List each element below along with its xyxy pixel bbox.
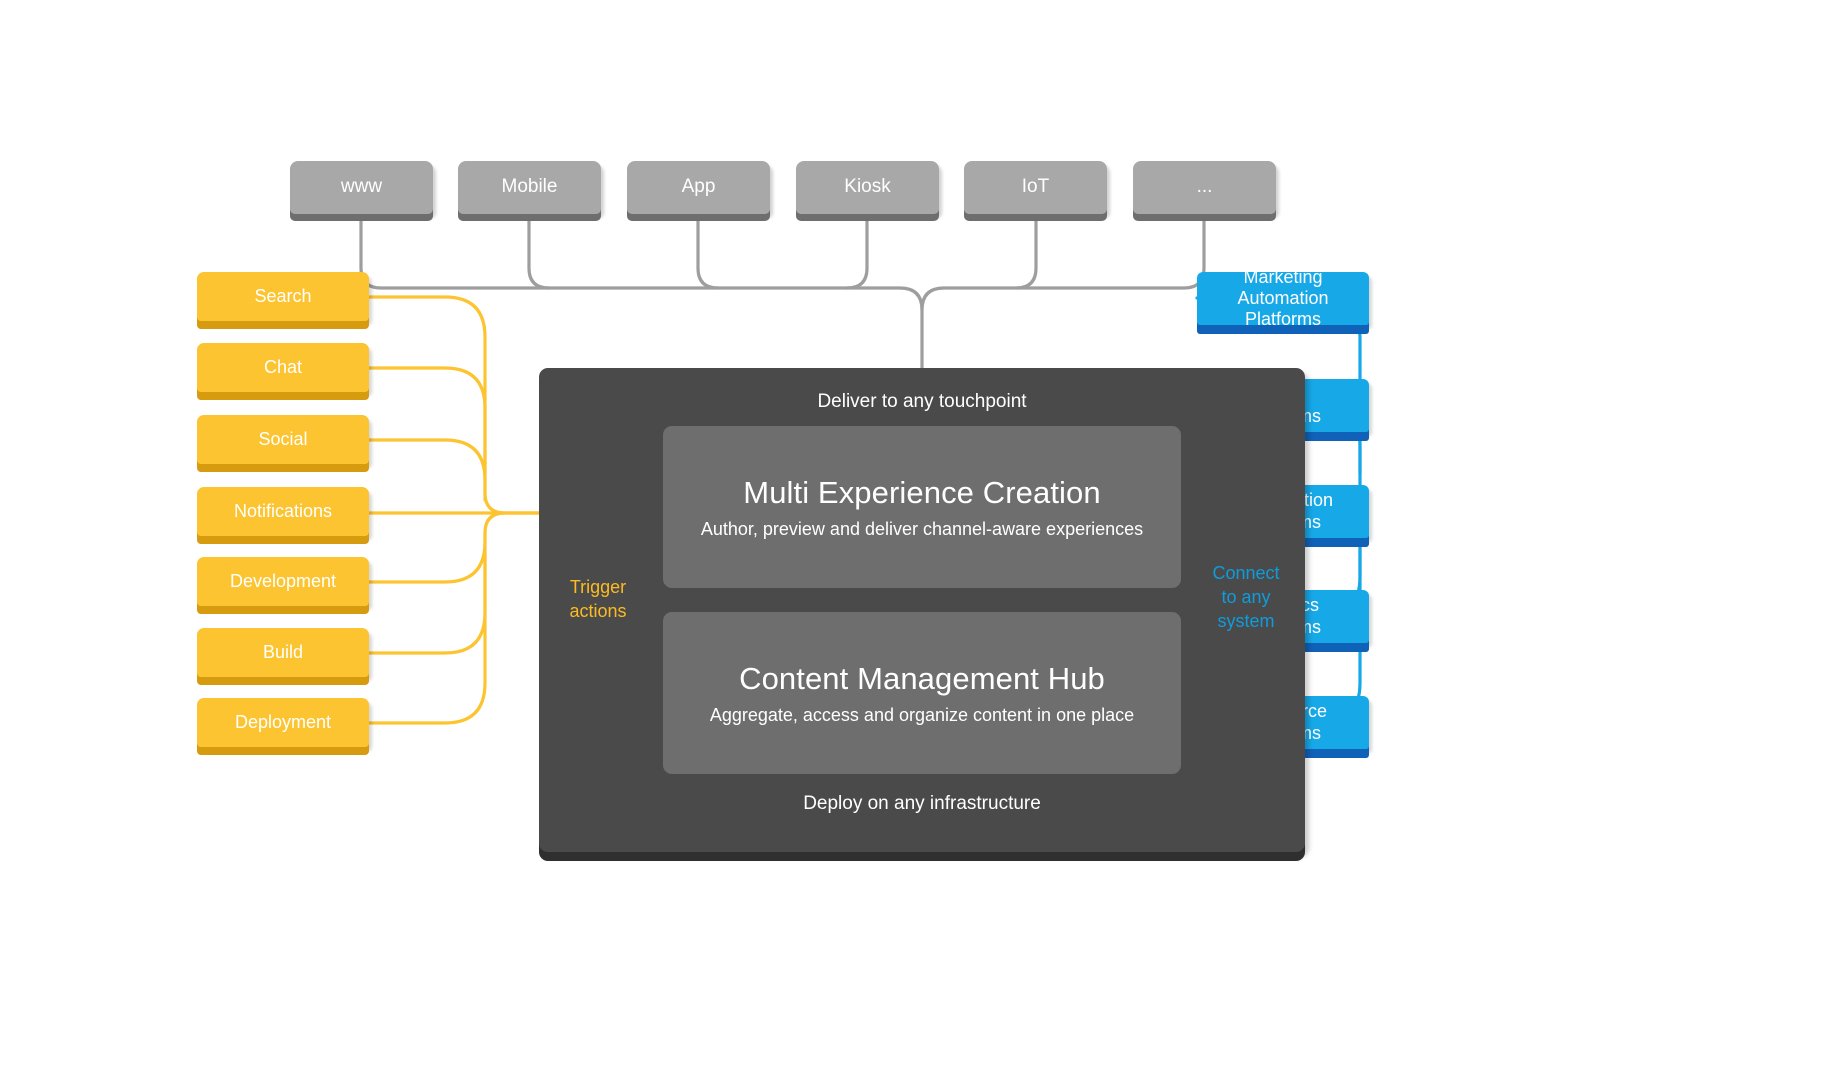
trigger-wires: [367, 295, 541, 725]
core-card-title: Multi Experience Creation: [743, 474, 1101, 510]
touchpoint-label: Mobile: [501, 176, 558, 198]
core-card-subtitle: Author, preview and deliver channel-awar…: [700, 518, 1144, 539]
trigger-box-search[interactable]: Search: [197, 272, 369, 321]
trigger-label: Build: [262, 641, 304, 662]
trigger-label: Deployment: [234, 711, 332, 732]
touchpoint-label: App: [681, 176, 716, 198]
touchpoint-box-kiosk[interactable]: Kiosk: [796, 161, 939, 214]
trigger-box-deployment[interactable]: Deployment: [197, 698, 369, 747]
platform-core-panel: Deliver to any touchpoint Multi Experien…: [539, 368, 1305, 852]
touchpoint-box-app[interactable]: App: [627, 161, 770, 214]
core-card-subtitle: Aggregate, access and organize content i…: [709, 704, 1135, 725]
trigger-label: Search: [254, 285, 312, 306]
core-card-multi-experience-creation[interactable]: Multi Experience Creation Author, previe…: [663, 426, 1181, 588]
touchpoint-label: www: [340, 176, 383, 198]
trigger-box-notifications[interactable]: Notifications: [197, 487, 369, 536]
panel-caption-top: Deliver to any touchpoint: [817, 391, 1027, 412]
trigger-box-social[interactable]: Social: [197, 415, 369, 464]
trigger-label: Chat: [263, 356, 303, 377]
touchpoint-box-more[interactable]: ...: [1133, 161, 1276, 214]
touchpoint-label: ...: [1196, 176, 1213, 198]
touchpoint-box-mobile[interactable]: Mobile: [458, 161, 601, 214]
touchpoint-wires: [359, 219, 1206, 370]
core-card-title: Content Management Hub: [739, 660, 1105, 696]
trigger-box-development[interactable]: Development: [197, 557, 369, 606]
touchpoint-label: Kiosk: [844, 176, 891, 198]
trigger-label: Notifications: [233, 500, 333, 521]
trigger-box-chat[interactable]: Chat: [197, 343, 369, 392]
touchpoint-label: IoT: [1021, 176, 1050, 198]
trigger-label: Social: [258, 428, 308, 449]
touchpoint-box-www[interactable]: www: [290, 161, 433, 214]
touchpoint-box-iot[interactable]: IoT: [964, 161, 1107, 214]
panel-caption-bottom: Deploy on any infrastructure: [803, 793, 1041, 814]
core-card-content-management-hub[interactable]: Content Management Hub Aggregate, access…: [663, 612, 1181, 774]
trigger-box-build[interactable]: Build: [197, 628, 369, 677]
trigger-label: Development: [229, 570, 337, 591]
